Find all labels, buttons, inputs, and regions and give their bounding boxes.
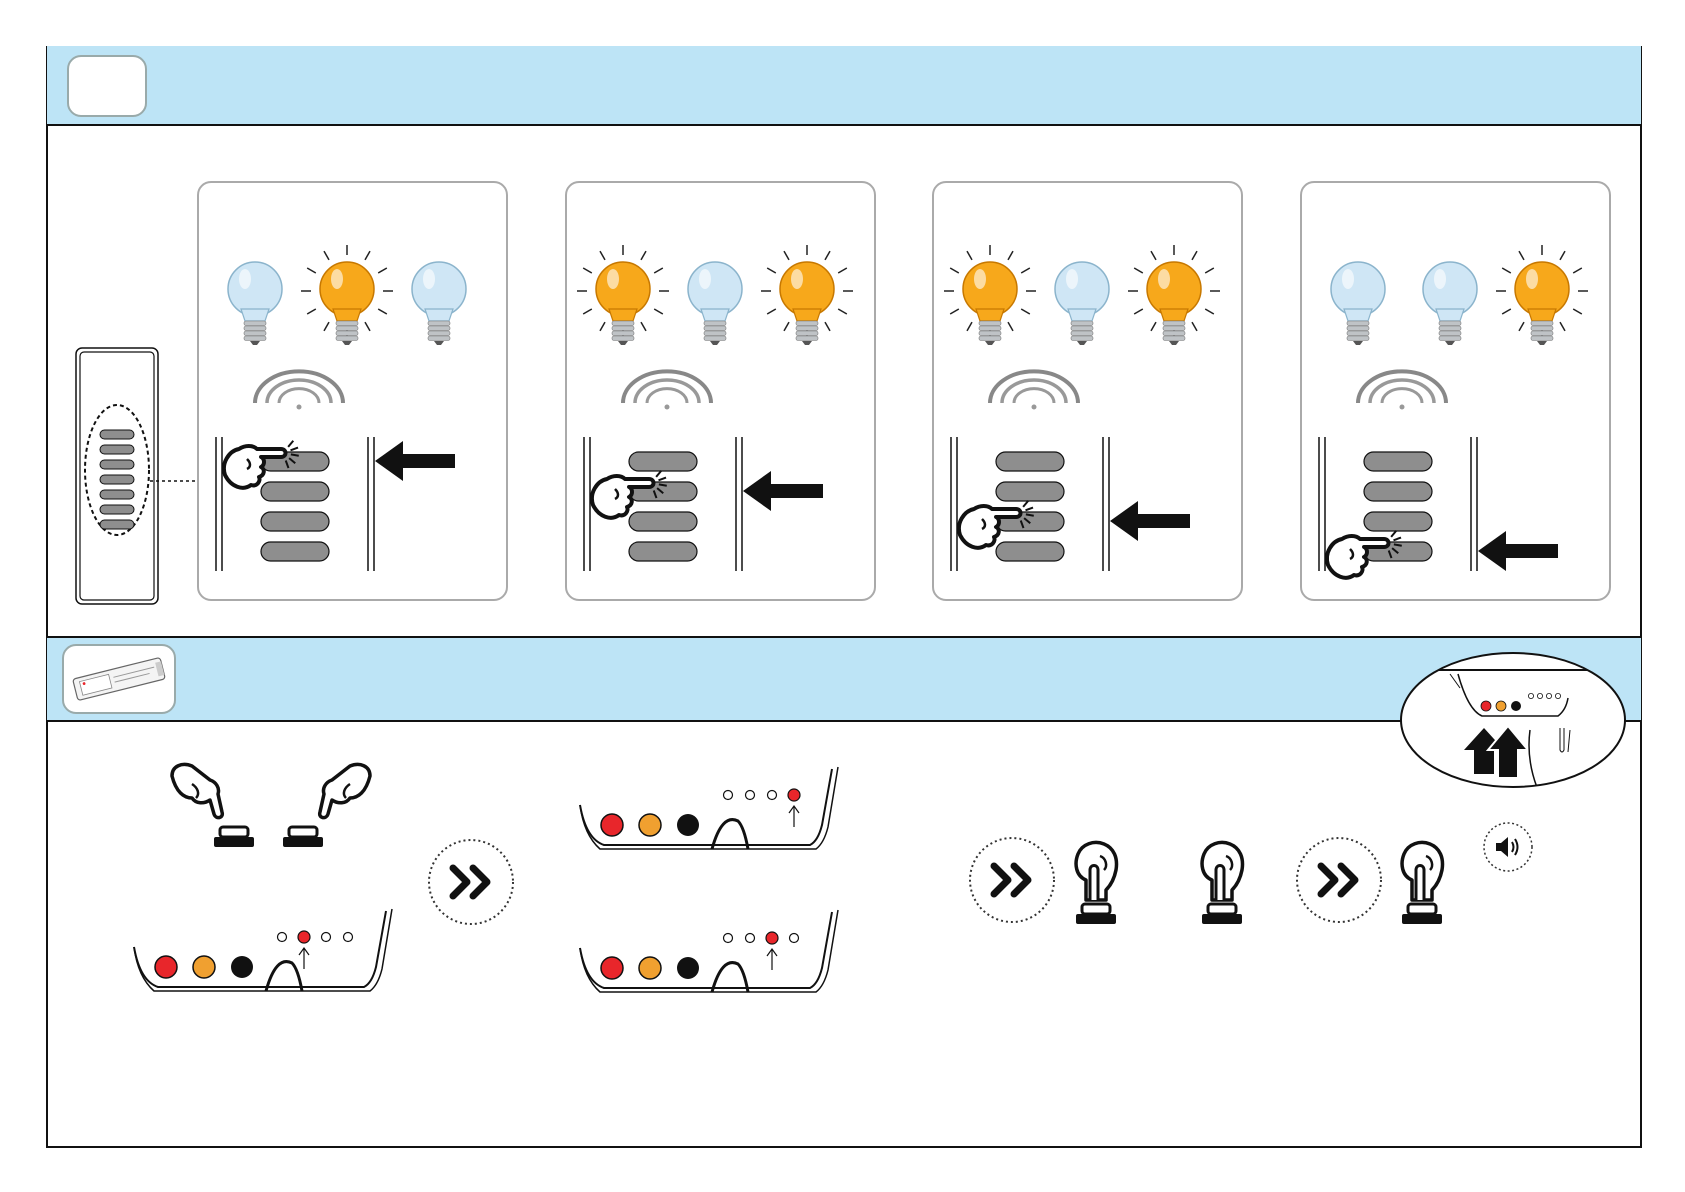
light-bulb-icon	[1055, 262, 1109, 345]
light-bulb-icon	[228, 262, 282, 345]
light-bulb-icon	[761, 245, 853, 345]
left-arrow-icon	[743, 471, 823, 511]
pointing-finger-icon	[224, 441, 299, 488]
push-button-icon	[283, 827, 323, 847]
double-chevron-right-icon	[429, 840, 513, 924]
remote-button-1	[996, 452, 1064, 471]
pointing-finger-icon	[1327, 531, 1402, 578]
left-arrow-icon	[1478, 531, 1558, 571]
wireless-signal-icon	[1358, 371, 1446, 409]
led-status-row	[580, 910, 838, 992]
panel-art-2	[577, 245, 853, 571]
remote-button-4	[629, 542, 697, 561]
panel-art-1	[216, 245, 466, 571]
remote-button-3	[1364, 512, 1432, 531]
light-bulb-icon	[412, 262, 466, 345]
push-button-icon	[1076, 904, 1116, 924]
device-zoom-inset	[1398, 650, 1628, 790]
pressing-hand-icon	[172, 764, 222, 817]
speaker-icon	[1482, 821, 1534, 873]
wireless-signal-icon	[255, 371, 343, 409]
pointing-finger-icon	[592, 471, 667, 518]
lower-section-art	[134, 764, 1443, 992]
led-status-row	[580, 767, 838, 849]
remote-button-2	[261, 482, 329, 501]
remote-button-4	[996, 542, 1064, 561]
light-bulb-icon	[1496, 245, 1588, 345]
light-bulb-icon	[1128, 245, 1220, 345]
remote-button-3	[261, 512, 329, 531]
remote-button-1	[629, 452, 697, 471]
wireless-signal-icon	[990, 371, 1078, 409]
light-bulb-icon	[944, 245, 1036, 345]
double-chevron-right-icon	[1297, 838, 1381, 922]
light-bulb-icon	[688, 262, 742, 345]
finger-press-icon	[1076, 842, 1117, 924]
left-arrow-icon	[375, 441, 455, 481]
light-bulb-icon	[301, 245, 393, 345]
pressing-hand-icon	[320, 764, 370, 817]
double-chevron-right-icon	[970, 838, 1054, 922]
remote-button-2	[996, 482, 1064, 501]
remote-button-3	[629, 512, 697, 531]
left-arrow-icon	[1110, 501, 1190, 541]
panel-art-4	[1319, 245, 1588, 578]
pointing-finger-icon	[959, 501, 1034, 548]
remote-button-4	[261, 542, 329, 561]
remote-button-2	[1364, 482, 1432, 501]
wireless-signal-icon	[623, 371, 711, 409]
finger-press-icon	[1402, 842, 1443, 924]
push-button-icon	[1402, 904, 1442, 924]
remote-button-1	[1364, 452, 1432, 471]
push-button-icon	[1202, 904, 1242, 924]
push-button-icon	[214, 827, 254, 847]
light-bulb-icon	[577, 245, 669, 345]
light-bulb-icon	[1423, 262, 1477, 345]
light-bulb-icon	[1331, 262, 1385, 345]
panel-art-3	[944, 245, 1220, 571]
led-status-row	[134, 909, 392, 991]
finger-press-icon	[1202, 842, 1243, 924]
